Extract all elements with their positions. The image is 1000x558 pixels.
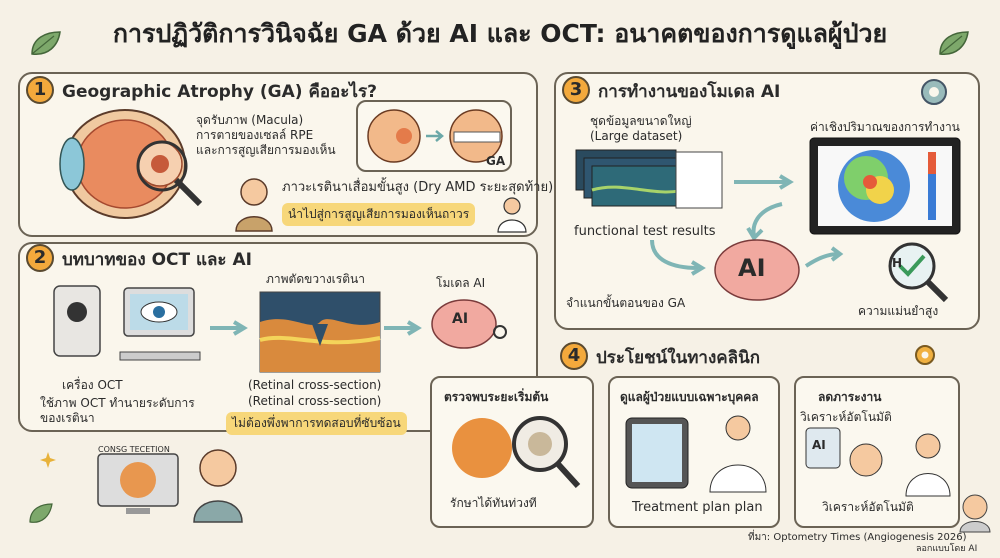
eye-anatomy-illustration — [59, 109, 203, 219]
retinal-cross-section-image — [259, 291, 381, 373]
quant-function-label: ค่าเชิงปริมาณของการทำงาน — [810, 120, 960, 134]
cross-section-en-2: (Retinal cross-section) — [248, 394, 382, 408]
leaf-icon — [939, 31, 969, 55]
rpe-label: การตายของเซลล์ RPE — [196, 128, 314, 142]
no-complex-test-tag: ไม่ต้องพึ่งพาการทดสอบที่ซับซ้อน — [226, 412, 407, 435]
arrow-icon — [804, 246, 844, 268]
benefit-card-title: ลดภาระงาน — [818, 390, 882, 404]
ai-model-title: โมเดล AI — [436, 276, 486, 290]
fundus-magnifier-icon — [452, 416, 581, 489]
section-1-title: Geographic Atrophy (GA) คืออะไร? — [62, 82, 377, 102]
benefit-card-title: ดูแลผู้ป่วยแบบเฉพาะบุคคล — [620, 390, 759, 404]
functional-results-label: functional test results — [574, 224, 716, 239]
oct-desc-line1: ใช้ภาพ OCT ทำนายระดับการ — [40, 396, 195, 410]
screen-text: CONSG TECETION — [98, 445, 170, 454]
ga-label: GA — [486, 154, 506, 168]
oct-scan-stack — [575, 149, 723, 209]
oct-machine-label: เครื่อง OCT — [62, 378, 123, 392]
ai-brain-text: AI — [738, 254, 766, 282]
section-3-number: 3 — [562, 76, 590, 104]
section-2-number: 2 — [26, 244, 54, 272]
dataset-label-1: ชุดข้อมูลขนาดใหญ่ — [590, 114, 692, 128]
benefit-card-caption: รักษาได้ทันท่วงที — [450, 496, 537, 510]
classify-stage-label: จำแนกขั้นตอนของ GA — [566, 296, 686, 310]
normal-eye-icon — [367, 109, 421, 163]
credit-note: ลอกแบบโดย AI — [916, 544, 978, 554]
arrow-icon — [746, 202, 783, 242]
arrow-icon — [650, 239, 706, 276]
section-4-number: 4 — [560, 342, 588, 370]
atrophy-eye-icon — [449, 109, 503, 163]
arrow-icon — [734, 174, 794, 190]
benefit-card-caption: Treatment plan plan — [632, 500, 763, 515]
macula-label: จุดรับภาพ (Macula) — [196, 113, 304, 127]
elderly-patient-icon — [193, 449, 243, 523]
cross-section-en-1: (Retinal cross-section) — [248, 378, 382, 392]
section-2-title: บทบาทของ OCT และ AI — [62, 250, 252, 270]
check-letter: H — [892, 256, 903, 270]
arrow-icon — [384, 320, 422, 336]
function-heatmap-monitor — [809, 137, 961, 235]
section-4-title: ประโยชน์ในทางคลินิก — [596, 348, 760, 368]
oct-desc-line2: ของเรตินา — [40, 411, 95, 425]
arrow-icon — [426, 130, 444, 142]
vision-loss-tag: นำไปสู่การสูญเสียการมองเห็นถาวร — [282, 203, 476, 226]
benefit-card-caption-top: วิเคราะห์อัตโนมัติ — [800, 410, 892, 424]
benefit-card-caption: วิเคราะห์อัตโนมัติ — [822, 500, 914, 514]
doctor-patient-icon — [805, 427, 951, 497]
accuracy-label: ความแม่นยำสูง — [858, 304, 939, 318]
gear-icon — [915, 345, 935, 365]
benefit-card-title: ตรวจพบระยะเริ่มต้น — [444, 390, 549, 404]
dry-amd-stage: ภาวะเรตินาเสื่อมขั้นสูง (Dry AMD ระยะสุด… — [282, 180, 554, 195]
source-citation: ที่มา: Optometry Times (Angiogenesis 202… — [748, 532, 967, 543]
leaf-icon — [31, 31, 61, 55]
ai-brain-label: AI — [452, 311, 469, 327]
oct-machine-icon — [53, 285, 201, 361]
section-1-number: 1 — [26, 76, 54, 104]
elderly-patient-icon — [235, 178, 273, 232]
arrow-icon — [210, 320, 248, 336]
elderly-avatar-icon — [959, 494, 991, 533]
monitor-icon — [97, 453, 179, 514]
ai-brain-icon — [714, 239, 800, 301]
sparkle-icon — [40, 452, 56, 468]
cross-section-title: ภาพตัดขวางเรตินา — [266, 272, 365, 286]
doctor-icon — [497, 197, 527, 233]
tablet-doctor-icon — [625, 415, 767, 493]
magnifier-check-icon — [888, 242, 949, 303]
dataset-label-2: (Large dataset) — [590, 129, 683, 143]
ai-brain-icon — [431, 299, 507, 349]
section-3-title: การทำงานของโมเดล AI — [598, 82, 781, 102]
page-title: การปฏิวัติการวินิจฉัย GA ด้วย AI และ OCT… — [112, 19, 888, 48]
ai-badge: AI — [812, 438, 826, 452]
vision-loss-label: และการสูญเสียการมองเห็น — [196, 143, 336, 157]
gear-icon — [921, 79, 947, 105]
leaf-icon — [29, 503, 53, 523]
